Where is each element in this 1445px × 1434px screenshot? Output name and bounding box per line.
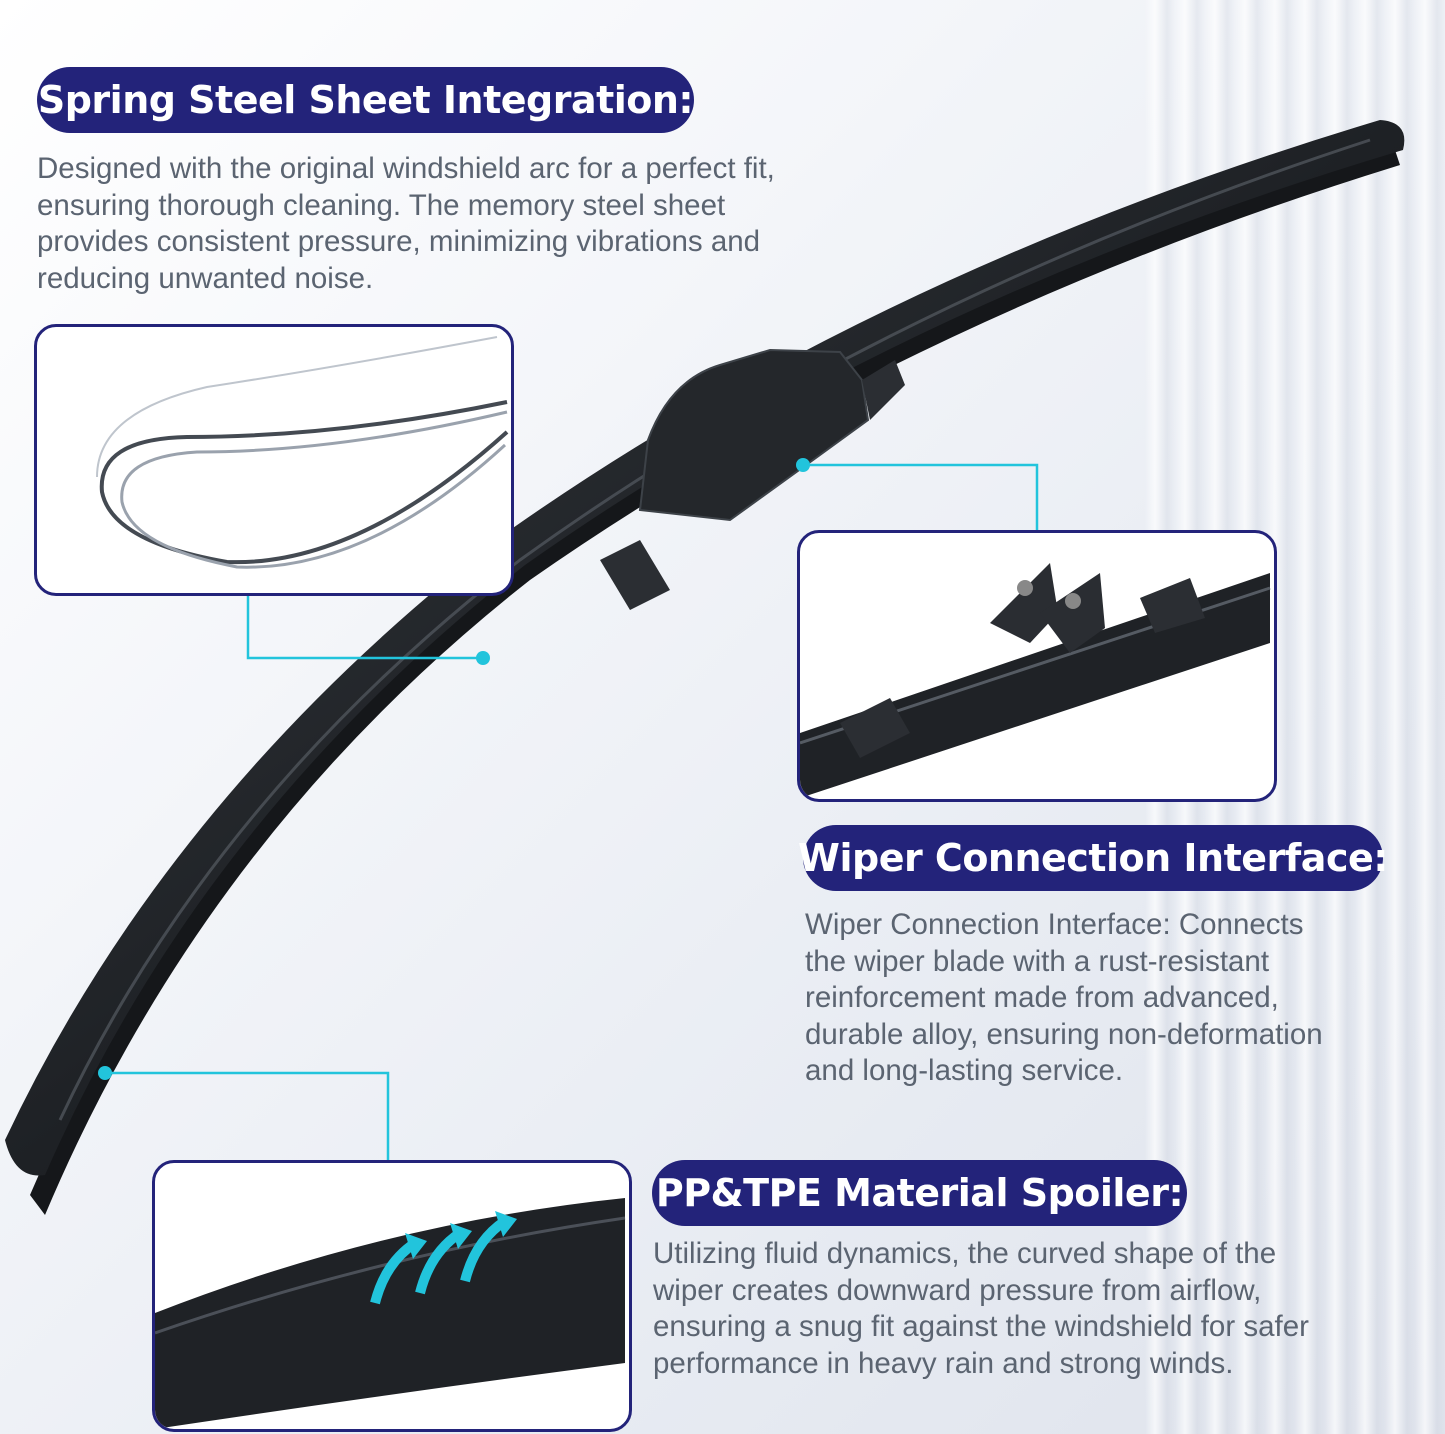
spoiler-description: Utilizing fluid dynamics, the curved sha… bbox=[653, 1236, 1413, 1382]
spring-steel-description: Designed with the original windshield ar… bbox=[37, 151, 857, 297]
description-line: provides consistent pressure, minimizing… bbox=[37, 225, 761, 258]
connection-closeup-panel bbox=[797, 530, 1277, 802]
description-line: Utilizing fluid dynamics, the curved sha… bbox=[653, 1237, 1277, 1270]
airflow-arrow-icon bbox=[460, 1211, 517, 1283]
spring-steel-title-badge: Spring Steel Sheet Integration: bbox=[37, 67, 694, 133]
description-line: and long-lasting service. bbox=[805, 1054, 1124, 1087]
wiper-connection-title-badge: Wiper Connection Interface: bbox=[798, 825, 1388, 891]
spoiler-title: PP&TPE Material Spoiler: bbox=[655, 1171, 1184, 1215]
airflow-arrow-icon bbox=[370, 1233, 427, 1305]
connection-interface-image bbox=[800, 563, 1271, 798]
steel-sheet-closeup-panel bbox=[34, 324, 514, 596]
description-line: ensuring thorough cleaning. The memory s… bbox=[37, 188, 726, 222]
callout-line-steel bbox=[246, 595, 490, 665]
description-line: reinforcement made from advanced, bbox=[805, 981, 1279, 1014]
description-line: Wiper Connection Interface: Connects bbox=[805, 908, 1304, 941]
spoiler-closeup-panel bbox=[152, 1160, 632, 1432]
description-line: wiper creates downward pressure from air… bbox=[653, 1273, 1262, 1307]
callout-line-spoiler bbox=[98, 1066, 390, 1160]
description-line: Designed with the original windshield ar… bbox=[37, 152, 775, 185]
callout-line-connection bbox=[796, 458, 1039, 532]
steel-sheet-image bbox=[96, 336, 509, 569]
description-line: reducing unwanted noise. bbox=[37, 261, 374, 295]
description-line: durable alloy, ensuring non-deformation bbox=[805, 1017, 1323, 1051]
description-line: ensuring a snug fit against the windshie… bbox=[653, 1310, 1309, 1343]
spoiler-title-badge: PP&TPE Material Spoiler: bbox=[652, 1160, 1187, 1226]
spring-steel-title: Spring Steel Sheet Integration: bbox=[37, 78, 694, 122]
airflow-arrow-icon bbox=[415, 1223, 472, 1295]
spoiler-image bbox=[155, 1198, 626, 1429]
description-line: the wiper blade with a rust-resistant bbox=[805, 944, 1270, 978]
description-line: performance in heavy rain and strong win… bbox=[653, 1346, 1234, 1380]
wiper-connection-description: Wiper Connection Interface: Connects the… bbox=[805, 907, 1425, 1090]
wiper-connection-title: Wiper Connection Interface: bbox=[798, 836, 1388, 880]
